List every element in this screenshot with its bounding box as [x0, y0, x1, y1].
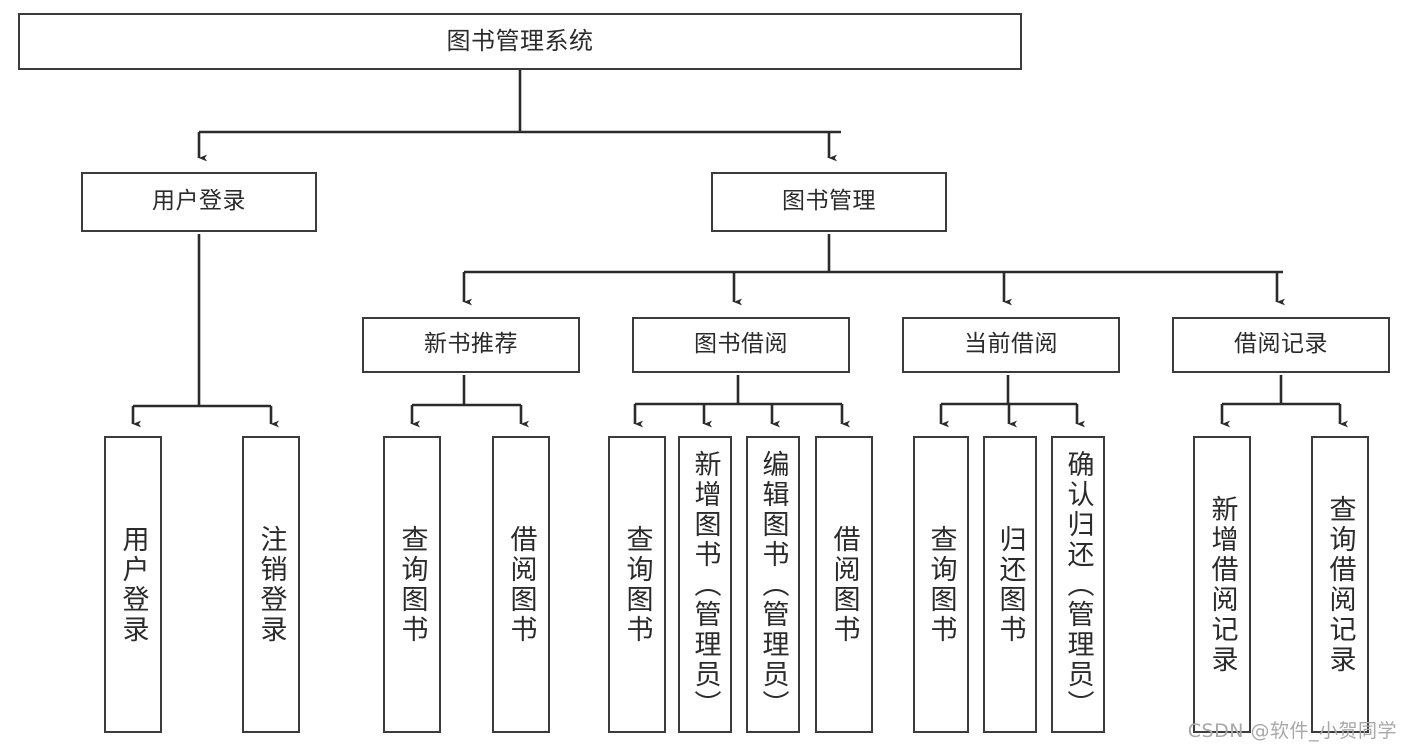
node-leaf-return-book[interactable]: 归还图书 [983, 436, 1037, 733]
node-leaf-borrow-book-1-label: 借阅图书 [505, 524, 537, 645]
node-current-borrow-label: 当前借阅 [964, 331, 1058, 358]
node-borrow-record[interactable]: 借阅记录 [1172, 317, 1390, 373]
node-user-login[interactable]: 用户登录 [81, 172, 317, 232]
node-leaf-query-book-1[interactable]: 查询图书 [383, 436, 441, 733]
node-leaf-query-book-1-label: 查询图书 [396, 524, 428, 645]
node-leaf-add-borrow-record[interactable]: 新增借阅记录 [1193, 436, 1251, 733]
node-book-borrow-label: 图书借阅 [694, 331, 788, 358]
node-leaf-add-borrow-record-label: 新增借阅记录 [1206, 494, 1238, 675]
node-leaf-query-book-2-label: 查询图书 [621, 524, 653, 645]
node-leaf-borrow-book-2-label: 借阅图书 [828, 524, 860, 645]
node-leaf-confirm-return-admin-label: 确认归还（管理员） [1062, 449, 1094, 720]
node-leaf-add-book-admin-label: 新增图书（管理员） [689, 449, 721, 720]
node-leaf-user-login-label: 用户登录 [117, 524, 149, 645]
node-book-management-label: 图书管理 [782, 188, 876, 215]
node-leaf-query-borrow-record-label: 查询借阅记录 [1324, 494, 1356, 675]
node-leaf-add-book-admin[interactable]: 新增图书（管理员） [678, 436, 732, 733]
node-leaf-edit-book-admin-label: 编辑图书（管理员） [757, 449, 789, 720]
node-leaf-logout-login[interactable]: 注销登录 [242, 436, 300, 733]
node-leaf-edit-book-admin[interactable]: 编辑图书（管理员） [746, 436, 800, 733]
node-new-book-recommend[interactable]: 新书推荐 [362, 317, 580, 373]
node-leaf-borrow-book-1[interactable]: 借阅图书 [492, 436, 550, 733]
node-leaf-borrow-book-2[interactable]: 借阅图书 [815, 436, 873, 733]
node-borrow-record-label: 借阅记录 [1234, 331, 1328, 358]
node-leaf-query-book-3-label: 查询图书 [925, 524, 957, 645]
node-book-management[interactable]: 图书管理 [711, 172, 947, 232]
node-new-book-recommend-label: 新书推荐 [424, 331, 518, 358]
node-leaf-logout-login-label: 注销登录 [255, 524, 287, 645]
node-user-login-label: 用户登录 [152, 188, 246, 215]
node-leaf-query-borrow-record[interactable]: 查询借阅记录 [1311, 436, 1369, 733]
node-leaf-query-book-2[interactable]: 查询图书 [608, 436, 666, 733]
node-leaf-query-book-3[interactable]: 查询图书 [913, 436, 969, 733]
node-root-system[interactable]: 图书管理系统 [18, 13, 1022, 70]
csdn-watermark: CSDN @软件_小贺同学 [1187, 720, 1397, 742]
node-leaf-user-login[interactable]: 用户登录 [104, 436, 162, 733]
node-book-borrow[interactable]: 图书借阅 [632, 317, 850, 373]
node-leaf-confirm-return-admin[interactable]: 确认归还（管理员） [1051, 436, 1105, 733]
node-current-borrow[interactable]: 当前借阅 [902, 317, 1120, 373]
node-root-system-label: 图书管理系统 [446, 27, 594, 56]
node-leaf-return-book-label: 归还图书 [994, 524, 1026, 645]
